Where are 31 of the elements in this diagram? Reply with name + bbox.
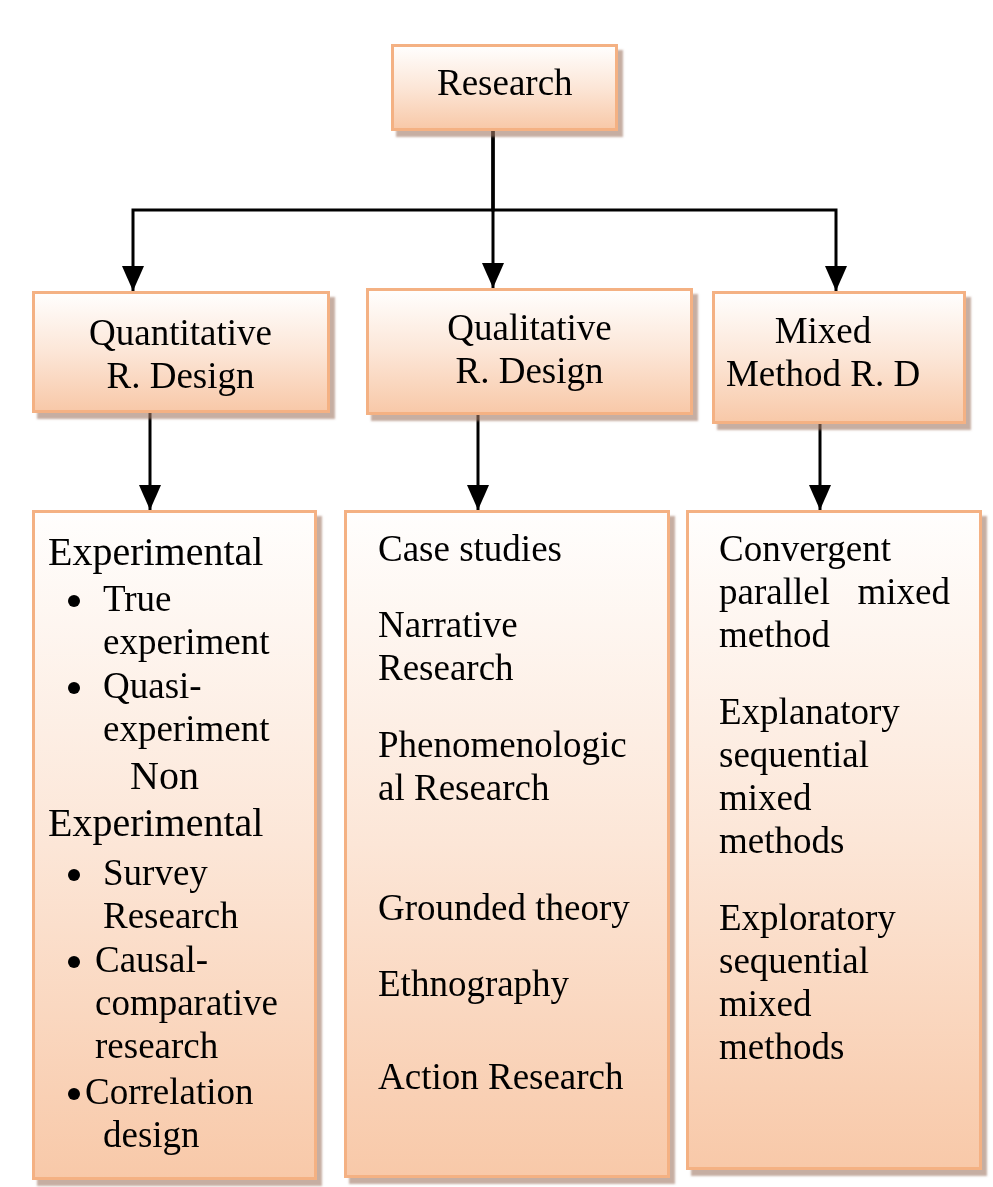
box-label: Research: [437, 61, 572, 104]
list-item: Correlation design: [85, 1070, 255, 1156]
list-item: Causal-comparative research: [95, 938, 279, 1067]
arrow: [139, 413, 161, 510]
process-box: [391, 44, 618, 131]
list-item: Case studies: [378, 527, 563, 570]
list-item: Narrative Research: [378, 603, 519, 689]
list-item: Survey Research: [103, 851, 240, 937]
list-item: Grounded theory: [378, 886, 631, 929]
list-box: [344, 510, 670, 1178]
list-item: Ethnography: [378, 962, 571, 1005]
list-heading: Experimental: [48, 528, 265, 575]
process-box: [366, 288, 693, 415]
list-item: Convergent parallel mixed method: [719, 527, 950, 656]
list-box: [32, 510, 317, 1180]
arrow: [491, 131, 847, 291]
list-item: Explanatory sequential mixed methods: [719, 690, 901, 862]
process-box: [32, 291, 330, 413]
arrow: [809, 424, 831, 510]
process-box: [712, 291, 966, 424]
arrow: [467, 415, 489, 510]
list-item: Phenomenologic al Research: [378, 723, 628, 809]
list-heading: Non Experimental: [48, 752, 265, 846]
list-box: [686, 510, 982, 1170]
list-item: True experiment: [103, 577, 271, 663]
list-item: Quasi-experiment: [103, 664, 271, 750]
box-label: Mixed Method R. D: [724, 309, 922, 395]
list-item: Exploratory sequential mixed methods: [719, 896, 897, 1068]
list-item: Action Research: [378, 1055, 625, 1098]
box-label: Qualitative R. Design: [446, 306, 613, 392]
box-label: Quantitative R. Design: [88, 311, 273, 397]
